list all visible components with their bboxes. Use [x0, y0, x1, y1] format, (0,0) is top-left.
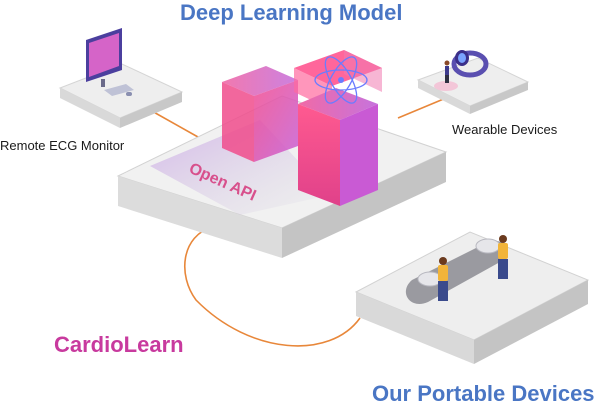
atom-icon	[314, 56, 368, 104]
desktop-monitor-icon	[86, 28, 134, 96]
remote-monitor-platform	[58, 28, 184, 128]
smartwatch-icon	[451, 50, 489, 78]
connector-wearable	[397, 97, 447, 119]
ecg-device-icon	[405, 238, 507, 304]
person-icon	[444, 60, 450, 83]
connector-lines	[149, 97, 447, 347]
wearable-platform	[416, 50, 530, 114]
deep-learning-cubes	[222, 50, 382, 206]
person-icon	[438, 257, 448, 301]
cardiolearn-label: CardioLearn	[54, 332, 184, 357]
remote-ecg-monitor-label: Remote ECG Monitor	[0, 138, 125, 153]
portable-platform	[354, 231, 590, 364]
portable-devices-label: Our Portable Devices	[372, 381, 595, 406]
diagram-title: Deep Learning Model	[180, 0, 403, 25]
connector-portable	[184, 225, 361, 347]
wearable-devices-label: Wearable Devices	[452, 122, 558, 137]
connector-remote	[149, 109, 199, 138]
person-icon	[498, 235, 508, 279]
